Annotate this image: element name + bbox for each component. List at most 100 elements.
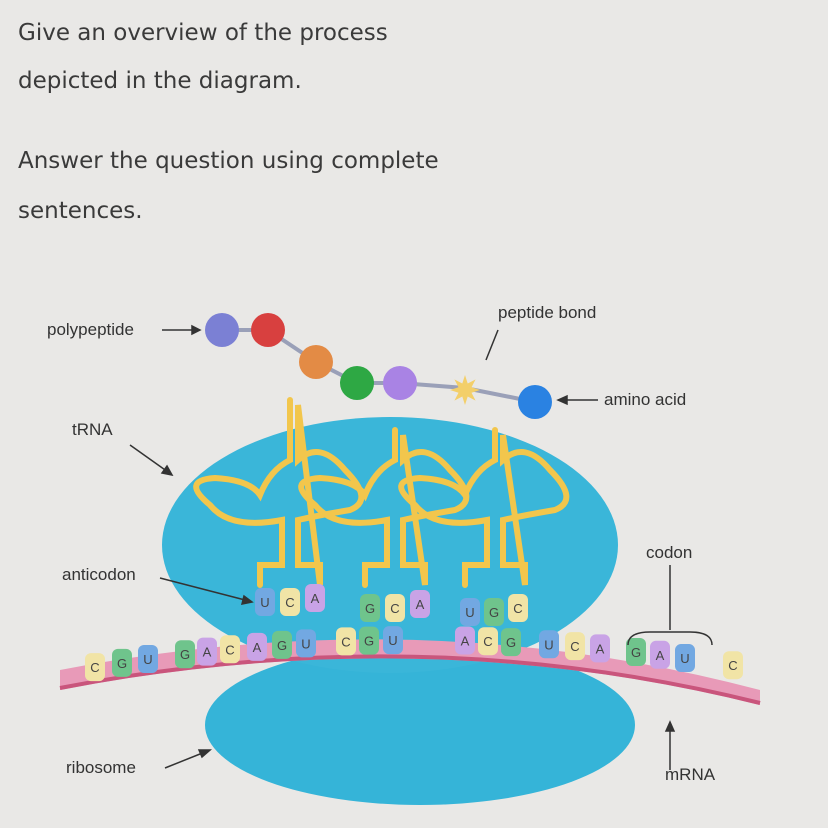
base-letter: A [253,640,262,655]
ribosome-small-subunit [205,645,635,805]
base-letter: U [143,652,152,667]
mrna-base: C [220,635,240,664]
mrna-base: C [565,632,585,661]
label-amino-acid: amino acid [604,390,686,409]
base-tile [85,653,105,682]
base-letter: A [416,597,425,612]
base-letter: U [260,595,269,610]
base-letter: U [465,605,474,620]
amino-acid [299,345,333,379]
mrna-strand-edge [59,654,761,705]
mrna-base: U [675,644,695,673]
trna-molecule [398,427,570,588]
base-letter: A [311,591,320,606]
base-tile [305,584,325,612]
trna-group [193,397,570,588]
peptide-bond-star [450,375,480,405]
base-tile [410,590,430,618]
base-tile [455,626,475,655]
base-tile [675,644,695,673]
question-line-1: Give an overview of the process [18,20,388,46]
base-letter: A [596,641,605,656]
trna-molecule [193,397,365,588]
base-letter: C [390,601,399,616]
mrna-base: U [383,626,403,655]
base-tile [723,651,743,680]
mrna-base: C [478,627,498,656]
base-letter: U [680,651,689,666]
question-line-4: sentences. [18,198,143,224]
base-tile [112,648,132,677]
mrna-base: A [197,637,217,666]
mrna-base: U [138,645,158,674]
polypeptide-chain [205,313,552,419]
anticodon-base: C [280,588,300,616]
anticodon-base: U [460,598,480,626]
mrna-base: G [501,628,521,657]
trna-molecule [298,427,470,588]
anticodon-base: U [255,588,275,616]
base-letter: C [341,634,350,649]
base-letter: C [570,639,579,654]
mrna-base: G [359,626,379,655]
question-line-2: depicted in the diagram. [18,68,302,94]
base-tile [460,598,480,626]
mrna-base: C [723,651,743,680]
label-peptide-bond: peptide bond [498,303,596,322]
label-arrows [129,324,713,770]
base-tile [280,588,300,616]
base-tile [590,634,610,663]
base-tile [272,630,292,659]
anticodon-base: C [385,594,405,622]
amino-acid [205,313,239,347]
base-letter: A [203,645,212,660]
base-letter: G [506,635,516,650]
base-letter: C [90,660,99,675]
base-letter: A [461,634,470,649]
base-letter: G [277,638,287,653]
base-letter: C [225,642,234,657]
base-tile [484,598,504,626]
anticodon-base: G [360,594,380,622]
base-tile [565,632,585,661]
base-tile [501,628,521,657]
mrna-base: G [272,630,292,659]
base-letter: G [180,647,190,662]
base-letter: G [364,634,374,649]
label-trna: tRNA [72,420,113,439]
base-tile [383,626,403,655]
question-line-3: Answer the question using complete [18,148,439,174]
base-letter: G [489,605,499,620]
mrna-base: C [85,653,105,682]
base-tile [360,594,380,622]
mrna-base: G [175,640,195,669]
anticodon-base: A [305,584,325,612]
base-tile [539,630,559,659]
label-codon: codon [646,543,692,562]
mrna-base: A [590,634,610,663]
base-tile [359,626,379,655]
label-mrna: mRNA [665,765,716,784]
base-tile [138,645,158,674]
base-tile [220,635,240,664]
anticodon-base: C [508,594,528,622]
base-letter: C [483,634,492,649]
base-tile [175,640,195,669]
base-letter: C [285,595,294,610]
base-tile [247,632,267,661]
mrna-base: G [112,648,132,677]
amino-acid [251,313,285,347]
mrna-base: C [336,627,356,656]
base-letter: C [513,601,522,616]
anticodon-base: G [484,598,504,626]
base-letter: G [365,601,375,616]
base-tile [336,627,356,656]
label-polypeptide: polypeptide [47,320,134,339]
base-letter: U [544,637,553,652]
base-letter: A [656,648,665,663]
amino-acid [383,366,417,400]
mrna-base: A [455,626,475,655]
